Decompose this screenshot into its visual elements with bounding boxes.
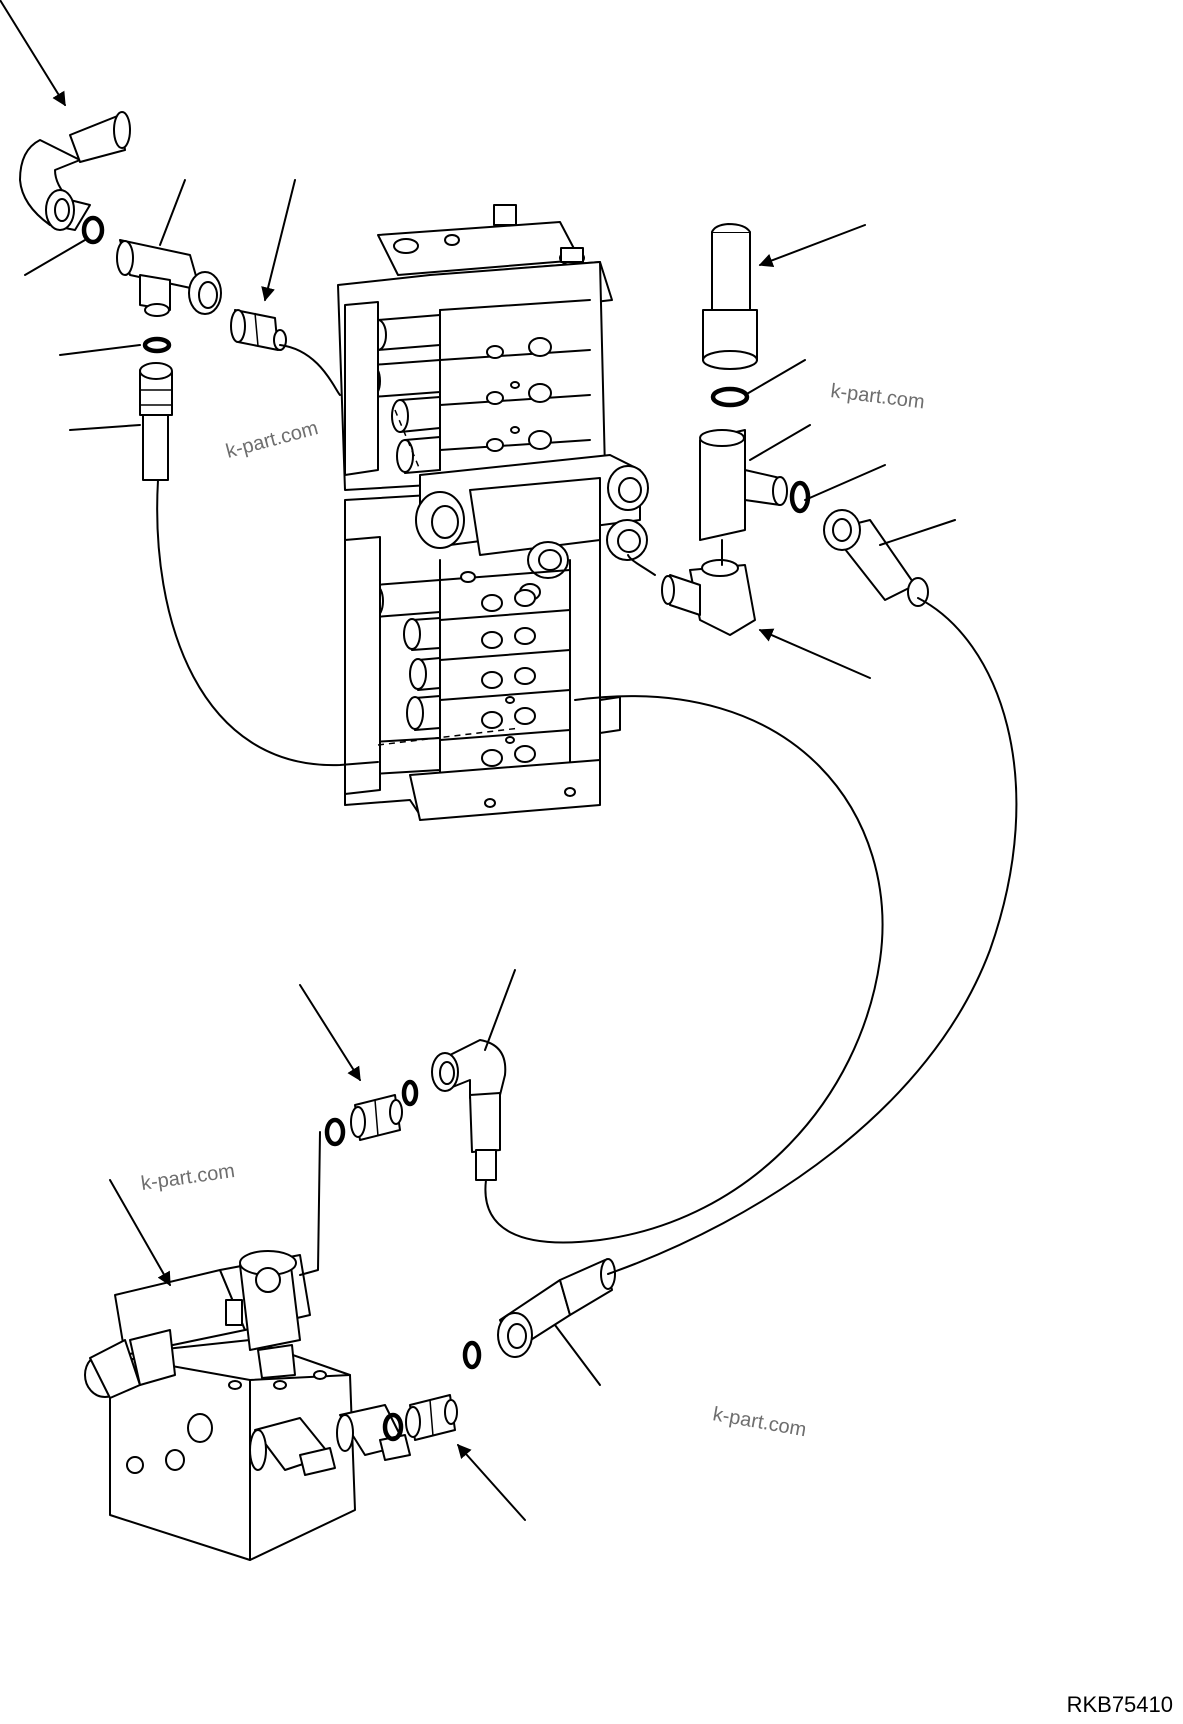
leader-14	[484, 969, 516, 1051]
leader-7	[758, 224, 866, 268]
leader-3	[261, 179, 296, 302]
leader-12	[758, 628, 871, 679]
leader-4	[24, 239, 86, 276]
control-valve-assembly	[337, 204, 649, 821]
leader-6	[69, 424, 141, 431]
callout-leaders	[0, 0, 956, 1521]
hoses	[156, 344, 1018, 1276]
o-ring-7	[382, 1412, 404, 1442]
o-ring-6	[401, 1079, 419, 1107]
o-ring-8	[462, 1340, 482, 1370]
watermark: k-part.com	[829, 380, 925, 413]
drawing-code: RKB75410	[1067, 1692, 1173, 1717]
leader-5	[59, 344, 141, 356]
leader-17	[457, 1443, 526, 1521]
leader-16	[554, 1324, 601, 1386]
o-ring-3	[710, 386, 750, 408]
leader-10	[804, 464, 886, 501]
leader-2	[159, 179, 186, 246]
o-ring-5	[324, 1117, 346, 1147]
bottom-middle-fittings	[324, 1039, 616, 1442]
upper-spools	[344, 301, 441, 476]
solenoid-valve-block	[84, 1250, 411, 1561]
o-ring-1	[81, 215, 105, 245]
watermark: k-part.com	[140, 1160, 237, 1195]
o-ring-2	[142, 336, 172, 354]
leader-15	[109, 1179, 171, 1287]
valve-inlet-section	[415, 454, 649, 579]
watermark: k-part.com	[224, 417, 321, 463]
leader-9	[749, 424, 811, 461]
top-left-fittings	[19, 111, 287, 481]
o-ring-4	[789, 480, 811, 514]
lower-spools	[344, 536, 621, 795]
top-right-fittings	[661, 223, 929, 636]
watermark: k-part.com	[711, 1403, 808, 1441]
leader-11	[879, 519, 956, 546]
leader-8	[744, 359, 806, 396]
leader-13	[299, 984, 361, 1082]
leader-1	[0, 0, 66, 107]
